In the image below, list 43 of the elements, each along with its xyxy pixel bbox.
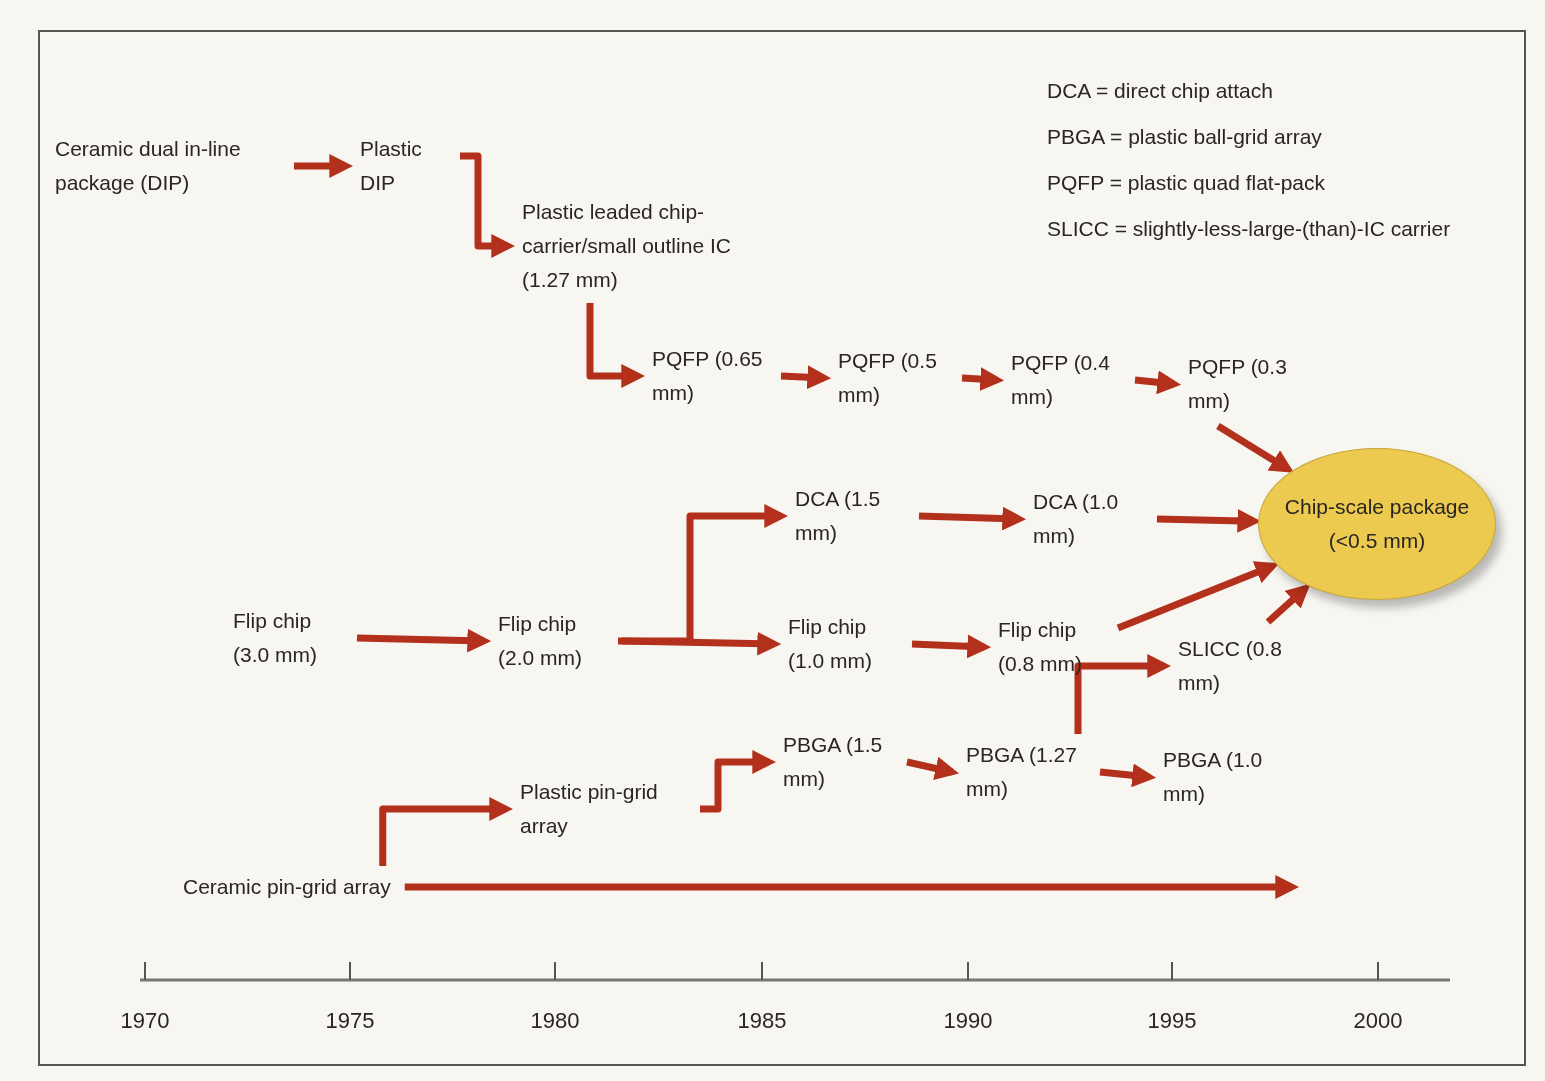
abbreviation-note: PQFP = plastic quad flat-pack	[1047, 170, 1325, 196]
node-label: PQFP (0.3 mm)	[1188, 354, 1288, 414]
arrow	[961, 367, 1005, 391]
node-label: Flip chip (2.0 mm)	[498, 611, 583, 671]
arrow	[918, 506, 1027, 531]
node-label: SLICC (0.8 mm)	[1178, 636, 1283, 696]
node-label: Ceramic pin-grid array	[183, 874, 391, 900]
node-label: Flip chip (3.0 mm)	[233, 608, 318, 668]
abbreviation-note: SLICC = slightly-less-large-(than)-IC carrier	[1047, 216, 1451, 242]
year-label: 1990	[942, 1007, 994, 1035]
year-label: 1995	[1146, 1007, 1198, 1035]
abbreviation-note: DCA = direct chip attach	[1047, 78, 1273, 104]
arrow	[906, 756, 959, 780]
node-label: Flip chip (1.0 mm)	[788, 614, 873, 674]
arrow	[911, 634, 992, 659]
arrow	[1265, 583, 1311, 625]
abbreviation-note: PBGA = plastic ball-grid array	[1047, 124, 1322, 150]
year-label: 1975	[324, 1007, 376, 1035]
node-label: Plastic leaded chip-carrier/small outline IC (1.27 mm)	[522, 199, 732, 293]
arrow	[1099, 763, 1157, 788]
node-label: Plastic pin-grid array	[520, 779, 659, 839]
node-label: PQFP (0.4 mm)	[1011, 350, 1111, 410]
node-label: Ceramic dual in-line package (DIP)	[55, 136, 242, 196]
node-label: PBGA (1.0 mm)	[1163, 747, 1264, 807]
arrow	[404, 875, 1300, 899]
node-label: PBGA (1.27 mm)	[966, 742, 1078, 802]
node-label: Plastic DIP	[360, 136, 423, 196]
node-label: Chip-scale package (<0.5 mm)	[1283, 494, 1471, 554]
year-label: 2000	[1352, 1007, 1404, 1035]
arrow	[1216, 423, 1295, 473]
node-label: DCA (1.0 mm)	[1033, 489, 1120, 549]
year-label: 1985	[736, 1007, 788, 1035]
node-label: PQFP (0.5 mm)	[838, 348, 938, 408]
node-label: DCA (1.5 mm)	[795, 486, 882, 546]
arrow	[1134, 370, 1182, 395]
node-label: PBGA (1.5 mm)	[783, 732, 884, 792]
arrow	[780, 365, 832, 390]
node-label: PQFP (0.65 mm)	[652, 346, 764, 406]
arrow	[356, 628, 492, 653]
year-label: 1980	[529, 1007, 581, 1035]
node-label: Flip chip (0.8 mm)	[998, 617, 1083, 677]
year-label: 1970	[119, 1007, 171, 1035]
arrow	[1116, 561, 1280, 632]
